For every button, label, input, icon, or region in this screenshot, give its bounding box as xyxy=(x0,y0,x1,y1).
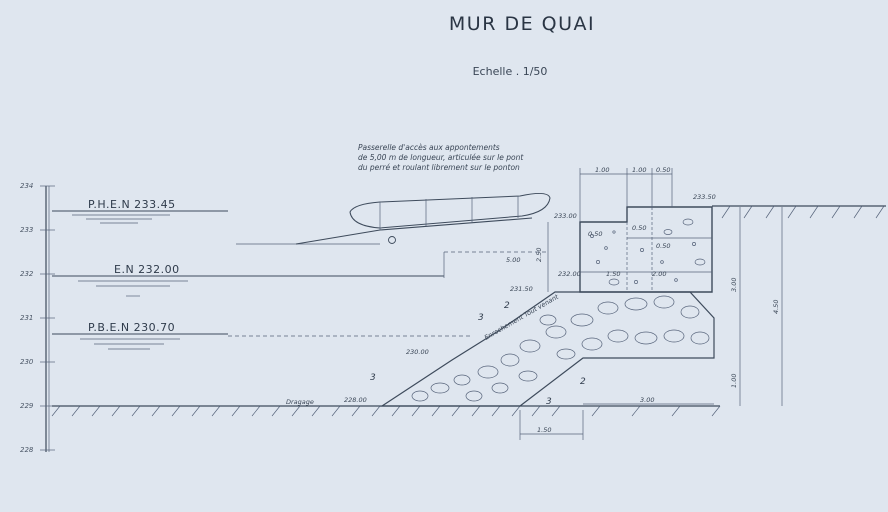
top-dimensions: 1.00 1.00 0.50 0.50 0.50 0.50 1.50 2.00 xyxy=(579,166,673,278)
dim-100: 1.00 xyxy=(730,374,738,388)
top-dim: 1.00 xyxy=(595,166,609,174)
level-233-50: 233.50 xyxy=(693,193,716,201)
axis-tick: 233 xyxy=(20,226,33,234)
dim-150b: 1.50 xyxy=(537,426,551,434)
slope-ratio: 2 xyxy=(504,301,510,311)
vertical-dimensions: 2.50 3.00 1.00 4.50 xyxy=(535,207,783,406)
pben-label: P.B.E.N 230.70 xyxy=(88,321,175,334)
gangway: 5.00 xyxy=(236,192,551,278)
dim-200: 2.00 xyxy=(652,270,666,278)
quay-wall: 233.50 233.00 232.00 231.50 230.00 xyxy=(406,193,716,356)
annotation-line-3: du perré et roulant librement sur le pon… xyxy=(358,163,520,172)
scale-label: Echelle . 1/50 xyxy=(473,65,548,78)
slope-ratio: 3 xyxy=(546,397,552,407)
axis-tick: 230 xyxy=(20,358,34,366)
phen-label: P.H.E.N 233.45 xyxy=(88,198,176,211)
water-level-phen: P.H.E.N 233.45 xyxy=(52,198,228,224)
axis-tick: 231 xyxy=(20,314,33,322)
dredge-label: Dragage xyxy=(286,398,314,406)
axis-tick: 234 xyxy=(20,182,33,190)
gangway-annotation: Passerelle d'accès aux appontements de 5… xyxy=(358,143,524,172)
dredge-level: 228.00 xyxy=(344,396,367,404)
dim-150a: 1.50 xyxy=(606,270,620,278)
slope-ratio: 3 xyxy=(370,373,376,383)
bottom-dimensions: 1.50 3.00 xyxy=(519,396,714,440)
dim-450: 4.50 xyxy=(772,300,780,314)
gangway-length: 5.00 xyxy=(506,256,520,264)
water-level-pben: P.B.E.N 230.70 xyxy=(52,321,470,350)
axis-tick: 228 xyxy=(20,446,34,454)
en-label: E.N 232.00 xyxy=(114,263,180,276)
level-231-50: 231.50 xyxy=(510,285,533,293)
top-dim: 1.00 xyxy=(632,166,646,174)
slope-ratios: 3 2 3 3 2 xyxy=(370,301,586,407)
axis-tick: 229 xyxy=(20,402,34,410)
level-232-00: 232.00 xyxy=(558,270,581,278)
dim-300b: 3.00 xyxy=(640,396,654,404)
top-dim: 0.50 xyxy=(656,166,670,174)
dim-300: 3.00 xyxy=(730,278,738,292)
annotation-line-1: Passerelle d'accès aux appontements xyxy=(358,143,500,152)
level-axis: 234 233 232 231 230 229 228 xyxy=(20,182,55,454)
slope-ratio: 2 xyxy=(580,377,586,387)
dim-050b: 0.50 xyxy=(632,224,646,232)
dim-050a: 0.50 xyxy=(588,230,602,238)
annotation-line-2: de 5,00 m de longueur, articulée sur le … xyxy=(358,153,524,162)
rubble-mound: Enrochement Tout venant xyxy=(379,291,715,407)
dim-250: 2.50 xyxy=(535,248,543,262)
water-level-en: E.N 232.00 xyxy=(52,263,444,297)
level-230-00: 230.00 xyxy=(406,348,429,356)
ground-line xyxy=(712,205,886,219)
slope-ratio: 3 xyxy=(478,313,484,323)
drawing-title: MUR DE QUAI xyxy=(449,13,595,35)
level-233-00: 233.00 xyxy=(554,212,577,220)
dim-050c: 0.50 xyxy=(656,242,670,250)
enrochement-label: Enrochement Tout venant xyxy=(483,293,560,342)
axis-tick: 232 xyxy=(20,270,34,278)
